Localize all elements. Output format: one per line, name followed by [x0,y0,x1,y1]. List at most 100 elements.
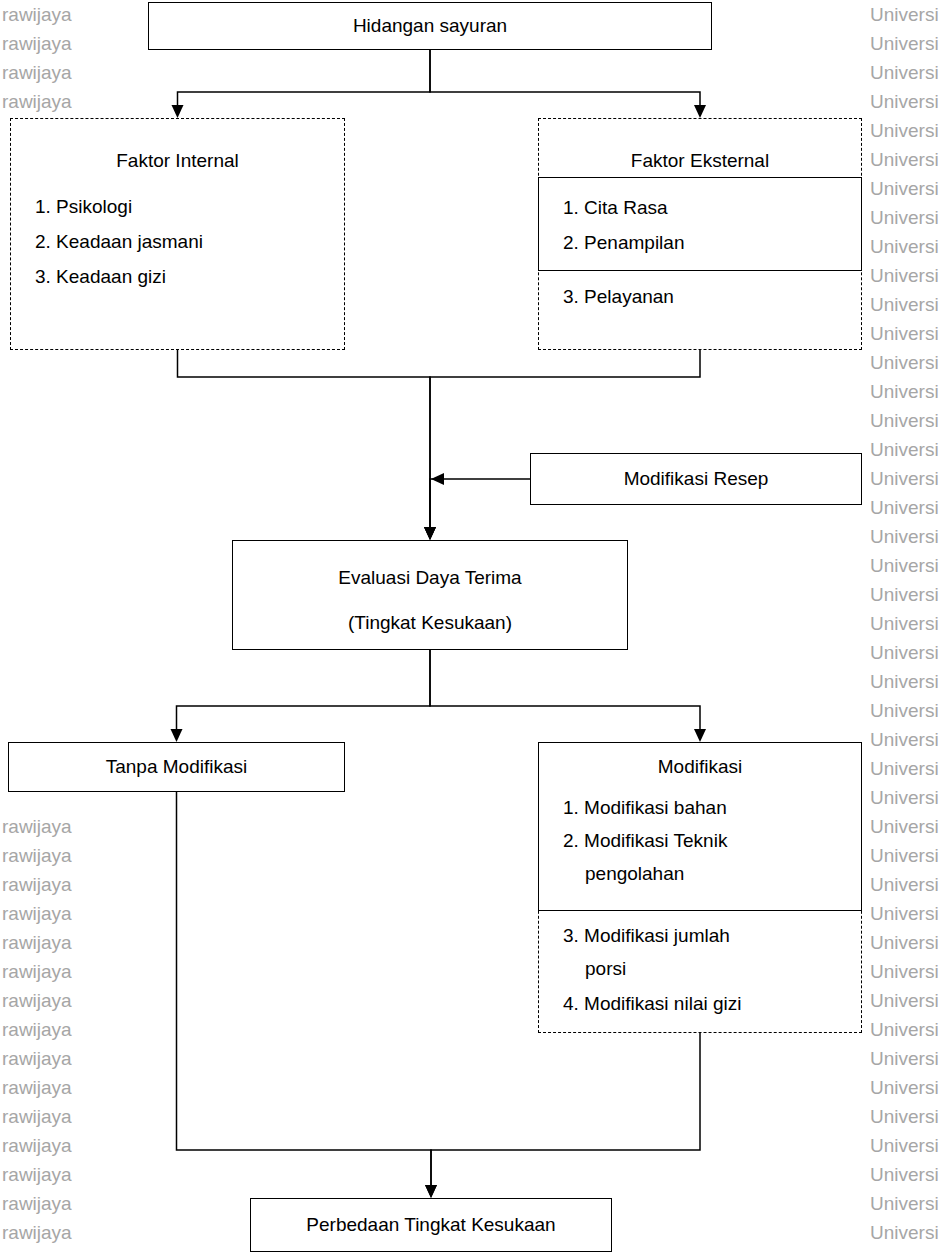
watermark-text: rawijaya [2,816,72,838]
watermark-text: Universi [870,758,939,780]
box-text: 3. Modifikasi jumlah porsi [563,919,759,985]
watermark-text: Universi [870,990,939,1012]
modification-subgroup: Modifikasi 1. Modifikasi bahan2. Modifika… [538,742,862,911]
box-heading: Modifikasi Resep [541,467,851,491]
watermark-text: Universi [870,1106,939,1128]
watermark-text: rawijaya [2,932,72,954]
box-text: 4. Modifikasi nilai gizi [563,987,759,1020]
factor-group: Faktor Internal 1. Psikologi2. Keadaan ja… [10,118,345,350]
box-text: 3. Pelayanan [563,279,861,314]
watermark-text: Universi [870,236,939,258]
flow-arrow [430,50,706,118]
box-text: 3. Keadaan gizi [35,259,344,294]
watermark-text: Universi [870,903,939,925]
process-box: Modifikasi Resep [530,453,862,505]
box-text: 1. Cita Rasa [563,190,861,225]
flow-arrow [425,1033,700,1198]
watermark-text: Universi [870,468,939,490]
watermark-text: Universi [870,642,939,664]
flow-arrow [177,792,438,1198]
watermark-text: rawijaya [2,990,72,1012]
box-heading: Modifikasi [539,755,861,779]
flow-arrow [424,350,700,540]
watermark-text: Universi [870,613,939,635]
watermark-text: Universi [870,1222,939,1244]
box-heading: Faktor Eksternal [539,149,861,173]
watermark-text: Universi [870,352,939,374]
watermark-text: Universi [870,1019,939,1041]
watermark-text: Universi [870,584,939,606]
watermark-text: Universi [870,410,939,432]
watermark-text: rawijaya [2,1193,72,1215]
watermark-text: rawijaya [2,62,72,84]
watermark-text: Universi [870,4,939,26]
watermark-text: Universi [870,178,939,200]
box-text: 2. Modifikasi Teknik pengolahan [563,824,759,890]
watermark-text: rawijaya [2,33,72,55]
watermark-text: rawijaya [2,874,72,896]
watermark-text: Universi [870,816,939,838]
watermark-text: rawijaya [2,845,72,867]
watermark-text: Universi [870,555,939,577]
flow-arrow [171,650,431,742]
box-text: 2. Penampilan [563,225,861,260]
watermark-text: Universi [870,671,939,693]
watermark-text: rawijaya [2,1077,72,1099]
box-text: 1. Psikologi [35,189,344,224]
watermark-text: rawijaya [2,1048,72,1070]
modification-group: Modifikasi 1. Modifikasi bahan2. Modifika… [538,742,862,1033]
watermark-text: Universi [870,526,939,548]
box-text: 2. Keadaan jasmani [35,224,344,259]
watermark-text: Universi [870,439,939,461]
watermark-text: Universi [870,265,939,287]
flow-arrow [430,650,706,742]
watermark-text: Universi [870,91,939,113]
box-heading: Hidangan sayuran [159,14,701,38]
watermark-text: rawijaya [2,4,72,26]
watermark-text: Universi [870,1135,939,1157]
box-text: 1. Modifikasi bahan [563,791,759,824]
process-box: Tanpa Modifikasi [8,742,345,792]
watermark-text: Universi [870,497,939,519]
flow-arrow [178,350,437,540]
flow-arrow [172,50,431,118]
watermark-text: Universi [870,381,939,403]
watermark-text: Universi [870,729,939,751]
watermark-text: Universi [870,1164,939,1186]
watermark-text: Universi [870,1193,939,1215]
watermark-text: Universi [870,294,939,316]
watermark-text: rawijaya [2,1164,72,1186]
box-heading: Perbedaan Tingkat Kesukaan [261,1213,601,1237]
box-text: (Tingkat Kesukaan) [243,611,617,635]
watermark-text: Universi [870,207,939,229]
factor-group: Faktor Eksternal 1. Cita Rasa2. Penampila… [538,118,862,350]
box-heading: Tanpa Modifikasi [19,755,334,779]
watermark-text: Universi [870,874,939,896]
box-heading: Faktor Internal [11,149,344,173]
watermark-text: rawijaya [2,1222,72,1244]
watermark-text: Universi [870,323,939,345]
watermark-text: Universi [870,1077,939,1099]
flow-arrow [424,473,530,540]
watermark-text: Universi [870,932,939,954]
watermark-text: Universi [870,120,939,142]
watermark-text: Universi [870,33,939,55]
watermark-text: Universi [870,149,939,171]
watermark-text: Universi [870,1048,939,1070]
watermark-text: rawijaya [2,961,72,983]
watermark-text: Universi [870,62,939,84]
watermark-text: rawijaya [2,903,72,925]
result-box: Perbedaan Tingkat Kesukaan [250,1198,612,1252]
factor-subgroup: 1. Cita Rasa2. Penampilan [538,177,862,271]
watermark-text: Universi [870,845,939,867]
watermark-text: rawijaya [2,91,72,113]
box-heading: Evaluasi Daya Terima [243,566,617,590]
watermark-text: Universi [870,787,939,809]
watermark-text: Universi [870,961,939,983]
start-box: Hidangan sayuran [148,2,712,50]
watermark-text: rawijaya [2,1135,72,1157]
watermark-text: rawijaya [2,1106,72,1128]
watermark-text: rawijaya [2,1019,72,1041]
watermark-text: Universi [870,700,939,722]
